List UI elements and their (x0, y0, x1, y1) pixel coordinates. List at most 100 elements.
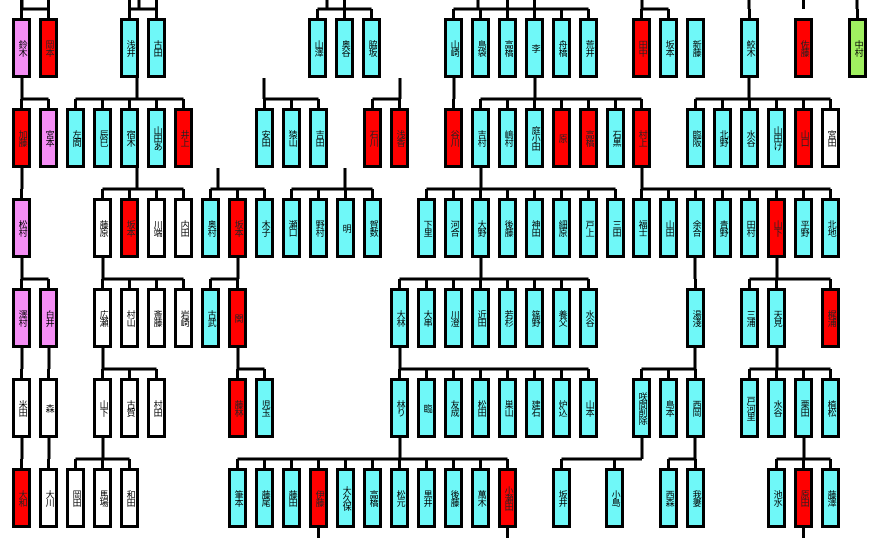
person-node[interactable]: 山田け (767, 108, 786, 168)
person-node[interactable]: 筆本 (228, 468, 247, 528)
person-node[interactable]: 巣山 (498, 378, 517, 438)
person-node[interactable]: 川端 (147, 198, 166, 258)
person-node[interactable]: 臨 (417, 378, 436, 438)
person-node[interactable]: 安田 (255, 108, 274, 168)
person-node[interactable]: 中村 (848, 18, 867, 78)
person-node[interactable]: 萬木 (471, 468, 490, 528)
person-node[interactable]: 村田 (147, 378, 166, 438)
person-node[interactable]: 水谷 (767, 378, 786, 438)
person-node[interactable]: 明 (336, 198, 355, 258)
person-node[interactable]: 三田 (606, 198, 625, 258)
person-node[interactable]: 林り (390, 378, 409, 438)
person-node[interactable]: 辰巳 (93, 108, 112, 168)
person-node[interactable]: 西岡 (686, 378, 705, 438)
person-node[interactable]: 奥村 (201, 198, 220, 258)
person-node[interactable]: 河合 (444, 198, 463, 258)
person-node[interactable]: 谷川 (444, 108, 463, 168)
person-node[interactable]: 斎藤 (147, 288, 166, 348)
person-node[interactable]: 李 (525, 18, 544, 78)
person-node[interactable]: 山下 (93, 378, 112, 438)
person-node[interactable]: 吉村 (471, 108, 490, 168)
person-node[interactable]: 岩崎 (174, 288, 193, 348)
person-node[interactable]: 湯淺 (686, 288, 705, 348)
person-node[interactable]: 村山 (120, 288, 139, 348)
person-node[interactable]: 瀬口 (282, 198, 301, 258)
person-node[interactable]: 左間 (66, 108, 85, 168)
person-node[interactable]: 白井 (39, 288, 58, 348)
person-node[interactable]: 高橋 (363, 468, 382, 528)
person-node[interactable]: 米田 (12, 378, 31, 438)
person-node[interactable]: 馬場 (93, 468, 112, 528)
person-node[interactable]: 松村 (12, 198, 31, 258)
person-node[interactable]: 広瀬 (93, 288, 112, 348)
person-node[interactable]: 宮田 (821, 108, 840, 168)
person-node[interactable]: 島袋 (471, 18, 490, 78)
person-node[interactable]: 川澄 (444, 288, 463, 348)
person-node[interactable]: 賀数 (363, 198, 382, 258)
person-node[interactable]: 後藤 (498, 198, 517, 258)
person-node[interactable]: 戸上 (579, 198, 598, 258)
person-node[interactable]: 炉込 (552, 378, 571, 438)
person-node[interactable]: 関 (228, 288, 247, 348)
person-node[interactable]: 加藤 (12, 108, 31, 168)
person-node[interactable]: 坂本 (120, 198, 139, 258)
person-node[interactable]: 若杉 (498, 288, 517, 348)
person-node[interactable]: 山澤 (308, 18, 327, 78)
person-node[interactable]: 高橋 (579, 108, 598, 168)
person-node[interactable]: 大串 (417, 288, 436, 348)
person-node[interactable]: 大川 (39, 468, 58, 528)
person-node[interactable]: 古賀 (120, 378, 139, 438)
person-node[interactable]: 咲間削除 (632, 378, 651, 438)
person-node[interactable]: 建石 (525, 378, 544, 438)
person-node[interactable]: 岡田 (66, 468, 85, 528)
person-node[interactable]: 大和 (12, 468, 31, 528)
person-node[interactable]: 脇坂 (362, 18, 381, 78)
person-node[interactable]: 森 (39, 378, 58, 438)
person-node[interactable]: 嶋村 (498, 108, 517, 168)
person-node[interactable]: 下里 (417, 198, 436, 258)
person-node[interactable]: 北地 (821, 198, 840, 258)
person-node[interactable]: 山口 (794, 108, 813, 168)
person-node[interactable]: 藤原 (93, 198, 112, 258)
person-node[interactable]: 原田 (794, 468, 813, 528)
person-node[interactable]: 庭小田 (525, 108, 544, 168)
person-node[interactable]: 植松 (821, 378, 840, 438)
person-node[interactable]: 福士 (632, 198, 651, 258)
person-node[interactable]: 臨阪 (686, 108, 705, 168)
person-node[interactable]: 鈴木 (12, 18, 31, 78)
person-node[interactable]: 梶浦 (821, 288, 840, 348)
person-node[interactable]: 石川 (363, 108, 382, 168)
person-node[interactable]: 北野 (713, 108, 732, 168)
person-node[interactable]: 猿山 (282, 108, 301, 168)
person-node[interactable]: 鮫木 (740, 18, 759, 78)
person-node[interactable]: 石黒 (606, 108, 625, 168)
person-node[interactable]: 大林 (390, 288, 409, 348)
person-node[interactable]: 新藤 (686, 18, 705, 78)
person-node[interactable]: 坂井 (552, 468, 571, 528)
person-node[interactable]: 浅香 (390, 108, 409, 168)
person-node[interactable]: 天見 (767, 288, 786, 348)
person-node[interactable]: 友成 (444, 378, 463, 438)
person-node[interactable]: 藤澤 (821, 468, 840, 528)
person-node[interactable]: 青野 (713, 198, 732, 258)
person-node[interactable]: 大野 (471, 198, 490, 258)
person-node[interactable]: 池水 (767, 468, 786, 528)
person-node[interactable]: 吉田 (309, 108, 328, 168)
person-node[interactable]: 荒井 (579, 18, 598, 78)
person-node[interactable]: 余合 (686, 198, 705, 258)
person-node[interactable]: 山本 (579, 378, 598, 438)
person-node[interactable]: 三浦 (740, 288, 759, 348)
person-node[interactable]: 佐藤 (794, 18, 813, 78)
person-node[interactable]: 小島 (605, 468, 624, 528)
person-node[interactable]: 古武 (201, 288, 220, 348)
person-node[interactable]: 黒井 (417, 468, 436, 528)
person-node[interactable]: 坂本 (228, 198, 247, 258)
person-node[interactable]: 内田 (174, 198, 193, 258)
person-node[interactable]: 井上 (174, 108, 193, 168)
person-node[interactable]: 藤田 (282, 468, 301, 528)
person-node[interactable]: 浅井 (120, 18, 139, 78)
person-node[interactable]: 細原 (552, 198, 571, 258)
person-node[interactable]: 西森 (659, 468, 678, 528)
person-node[interactable]: 養父 (552, 288, 571, 348)
person-node[interactable]: 水谷 (740, 108, 759, 168)
